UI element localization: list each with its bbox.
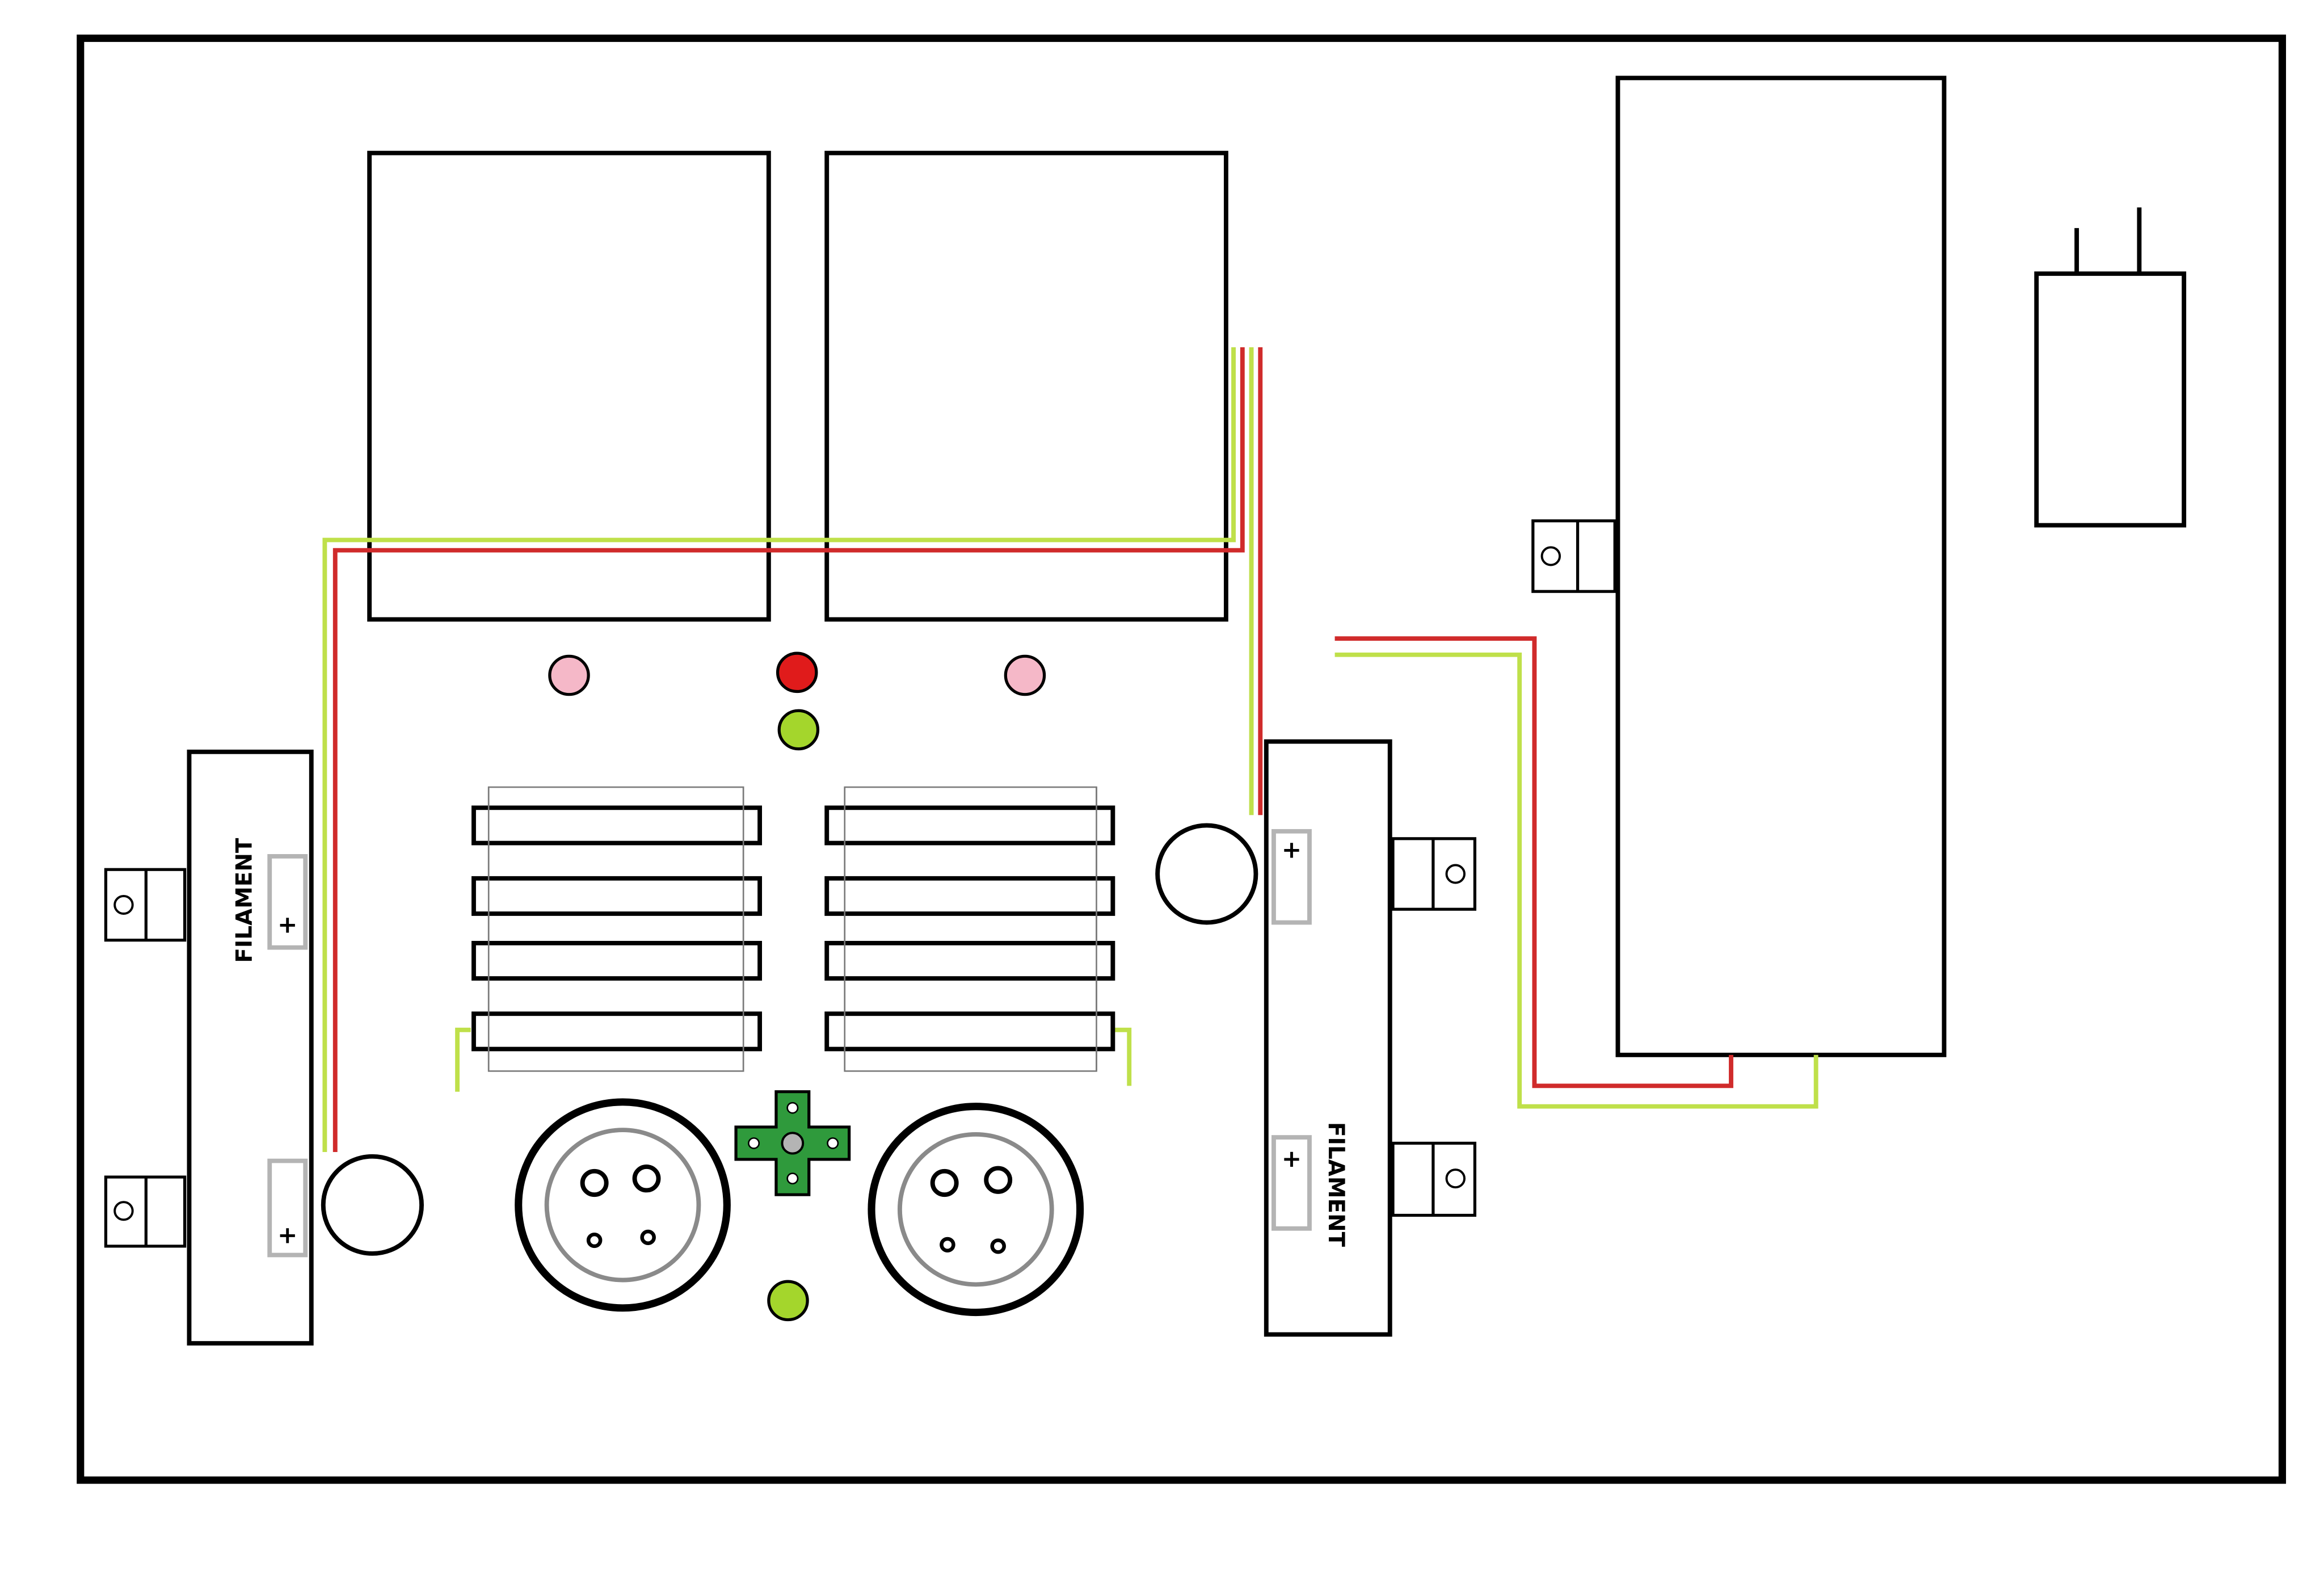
terminal-plus-right-top bbox=[1271, 829, 1312, 925]
tube-socket-icon bbox=[868, 1103, 1084, 1317]
mounting-hole-icon bbox=[1445, 1168, 1466, 1189]
filament-label-right: FILAMENT bbox=[1323, 1122, 1349, 1247]
indicator-green-upper bbox=[777, 709, 820, 751]
mounting-hole-icon bbox=[113, 1201, 134, 1221]
tube-socket-icon bbox=[515, 1098, 731, 1312]
indicator-pink-right bbox=[1004, 654, 1046, 696]
wire-harness-right bbox=[1334, 636, 1818, 1109]
mounting-hole-icon bbox=[1445, 864, 1466, 884]
filament-board-left: + + FILAMENT bbox=[187, 749, 314, 1346]
red-wire-upper bbox=[332, 347, 1245, 1152]
chassis-outline bbox=[77, 34, 2287, 1484]
terminal-plus-left-bottom bbox=[267, 1158, 308, 1258]
mounting-hole-icon bbox=[1540, 546, 1561, 566]
mounting-tab-left-bottom bbox=[104, 1175, 187, 1248]
green-wire-stub-left bbox=[455, 1027, 471, 1092]
plug-icon bbox=[2034, 207, 2187, 528]
wire-harness-upper bbox=[322, 347, 1263, 1152]
capacitor-round-left bbox=[321, 1154, 424, 1256]
power-supply-box bbox=[1615, 75, 1947, 1057]
mounting-hole-icon bbox=[113, 894, 134, 915]
capacitor-round-right bbox=[1155, 823, 1258, 925]
filament-label-left: FILAMENT bbox=[232, 838, 258, 962]
mounting-tab-left-top bbox=[104, 868, 187, 942]
indicator-green-lower bbox=[767, 1280, 809, 1322]
mounting-tab-right-top bbox=[1391, 837, 1477, 911]
cross-connector-icon bbox=[734, 1090, 851, 1196]
heatsink-left bbox=[471, 786, 763, 1072]
green-wire-stub-right bbox=[1114, 1027, 1132, 1086]
plus-sign: + bbox=[1282, 836, 1302, 864]
mounting-tab-right-bottom bbox=[1391, 1141, 1477, 1217]
terminal-plus-left-top bbox=[267, 854, 308, 950]
red-wire-right bbox=[1334, 636, 1733, 1088]
terminal-plus-right-bottom bbox=[1271, 1135, 1312, 1231]
green-wire-upper bbox=[322, 347, 1236, 1152]
plus-sign: + bbox=[277, 911, 297, 939]
plus-sign: + bbox=[277, 1221, 297, 1249]
indicator-pink-left bbox=[548, 654, 590, 696]
mounting-tab-power-supply bbox=[1531, 519, 1616, 593]
green-wire-right bbox=[1334, 652, 1818, 1109]
plus-sign: + bbox=[1282, 1145, 1302, 1172]
filament-board-right: + + FILAMENT bbox=[1264, 739, 1392, 1337]
heatsink-right bbox=[824, 786, 1115, 1072]
indicator-red bbox=[776, 651, 818, 693]
